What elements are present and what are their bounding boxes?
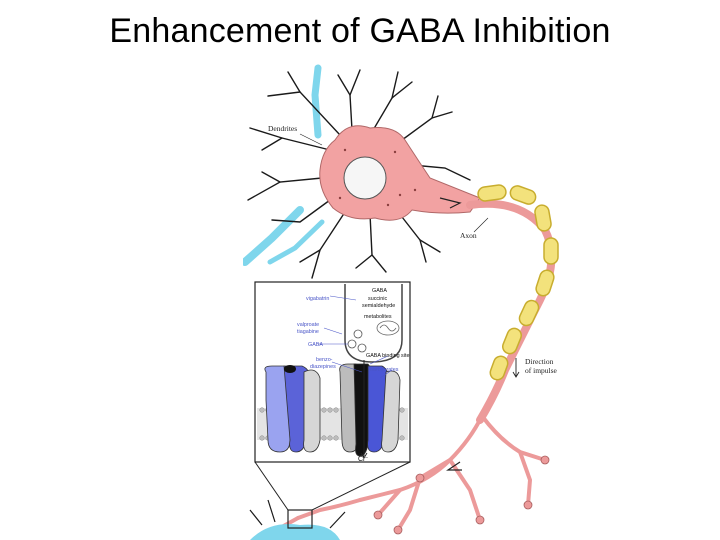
dendrite-tip-top: [311, 64, 322, 139]
axon-terminals: [278, 414, 547, 532]
dendrites-label: Dendrites: [268, 124, 297, 133]
axon: [466, 199, 556, 424]
gaba-top-label: GABA: [372, 288, 387, 294]
presynaptic-terminal: [344, 284, 403, 363]
direction-arrow: [512, 358, 520, 378]
terminal-boutons: [373, 455, 550, 535]
soma-dots: [338, 148, 417, 207]
succinic-label-1: succinic: [368, 296, 387, 302]
tiagabine-label: tiagabine: [297, 329, 319, 335]
nucleus: [343, 156, 387, 200]
benzodiazepines-label-1: benzo-: [316, 357, 333, 363]
mitochondrion: [376, 320, 400, 336]
direction-label-1: Direction: [525, 357, 554, 366]
synapse-inset: [254, 281, 411, 463]
barbiturates-label: barbiturates: [370, 367, 399, 373]
terminal-arrow: [446, 461, 462, 471]
succinic-label-2: semialdehyde: [362, 303, 395, 309]
valproate-label: valproate: [297, 322, 319, 328]
dendrite-tip-left2: [267, 219, 325, 265]
axon-label: Axon: [460, 231, 477, 240]
inset-frame: [254, 461, 411, 529]
chloride-label: Cl⁻: [358, 456, 369, 463]
slide-title: Enhancement of GABA Inhibition: [109, 12, 611, 50]
gaba-left-label: GABA: [308, 342, 323, 348]
gaba-binding-site-label: GABA binding site: [366, 353, 409, 359]
postsynaptic-cell: [250, 524, 340, 540]
myelin-sheath: [477, 184, 559, 381]
metabolites-label: metabolites: [364, 314, 392, 320]
inset-leader-lines: [318, 295, 393, 379]
gaba-receptor-left: [264, 365, 321, 453]
dendrite-tips: [243, 64, 418, 266]
dendrites: [247, 69, 471, 279]
direction-label-2: of impulse: [525, 366, 558, 375]
dendrite-tip-left: [243, 206, 304, 266]
axon-arrow: [439, 197, 462, 209]
gaba-receptor-right: [339, 363, 401, 457]
postsynaptic-dendrites: [249, 499, 346, 529]
benzodiazepines-label-2: diazepines: [310, 364, 336, 370]
vigabatrin-label: vigabatrin: [306, 296, 329, 302]
